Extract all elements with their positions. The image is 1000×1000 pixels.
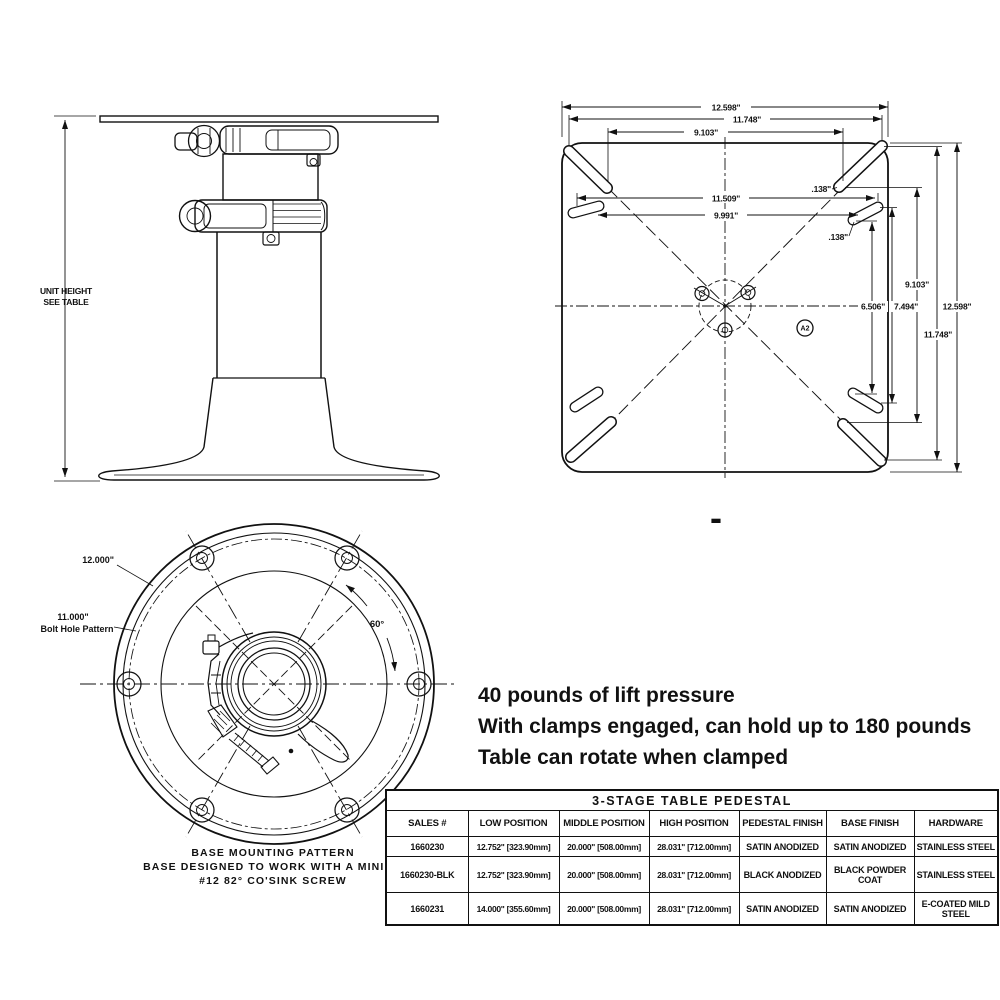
dim-right-2: 6.506" — [861, 302, 885, 312]
slot-thickness-leaders — [831, 187, 855, 237]
corner-slots — [563, 140, 888, 467]
cell-high: 28.031" [712.00mm] — [648, 892, 740, 926]
dim-top-outer: 12.598" — [712, 103, 741, 113]
note-line-2: With clamps engaged, can hold up to 180 … — [478, 715, 972, 738]
radial-centerlines — [80, 530, 455, 838]
bolt-holes — [116, 545, 432, 823]
cell-hardware: STAINLESS STEEL — [913, 836, 999, 857]
header-sales: SALES # — [385, 810, 469, 837]
unit-height-label-line2: SEE TABLE — [43, 297, 89, 307]
center-bolt-pattern — [693, 279, 757, 338]
separator-dash: - — [710, 497, 722, 538]
pedestal-column — [216, 232, 322, 378]
upper-clamp — [174, 124, 339, 167]
header-middle-position: MIDDLE POSITION — [558, 810, 650, 837]
cell-pedestal-finish: SATIN ANODIZED — [738, 836, 827, 857]
header-hardware: HARDWARE — [913, 810, 999, 837]
dim-top-inner: 9.103" — [694, 128, 718, 138]
spec-row-1660230-blk: 1660230-BLK 12.752" [323.90mm] 20.000" [… — [385, 856, 999, 893]
table-top — [99, 115, 439, 123]
dim-right-4: 12.598" — [943, 302, 972, 312]
cell-low: 14.000" [355.60mm] — [467, 892, 560, 926]
datum-marker-circle — [796, 319, 814, 337]
angle-label: 60° — [370, 619, 385, 630]
lift-notes: 40 pounds of lift pressure With clamps e… — [478, 680, 998, 773]
cell-middle: 20.000" [508.00mm] — [558, 856, 650, 893]
spec-row-1660230: 1660230 12.752" [323.90mm] 20.000" [508.… — [385, 836, 999, 857]
base-caption-line2: BASE DESIGNED TO WORK WITH A MINIMU — [143, 861, 403, 873]
dim-slot-upper: 11.509" — [712, 194, 740, 204]
dimension-lines-right — [845, 142, 962, 473]
cell-pedestal-finish: SATIN ANODIZED — [738, 892, 827, 926]
cell-pedestal-finish: BLACK ANODIZED — [738, 856, 827, 893]
note-line-3: Table can rotate when clamped — [478, 746, 789, 769]
bolt-pattern-label: Bolt Hole Pattern — [40, 624, 113, 634]
cell-sales: 1660230 — [385, 836, 469, 857]
cell-middle: 20.000" [508.00mm] — [558, 836, 650, 857]
angle-arc — [345, 584, 398, 672]
datum-marker-label: A2 — [801, 326, 810, 333]
unit-height-dimension — [54, 115, 100, 482]
spec-table-title-row: 3-STAGE TABLE PEDESTAL — [385, 789, 999, 811]
cell-sales: 1660230-BLK — [385, 856, 469, 893]
base-leader-lines — [113, 564, 154, 632]
cell-low: 12.752" [323.90mm] — [467, 856, 560, 893]
spec-table-title: 3-STAGE TABLE PEDESTAL — [385, 789, 999, 811]
cell-base-finish: SATIN ANODIZED — [825, 836, 915, 857]
cell-hardware: STAINLESS STEEL — [913, 856, 999, 893]
dimension-label-backgrounds — [684, 101, 974, 340]
dim-bolt-circle: 11.000" — [57, 612, 88, 622]
cell-base-finish: SATIN ANODIZED — [825, 892, 915, 926]
upper-tube — [222, 153, 319, 201]
pedestal-side-view-drawing: UNIT HEIGHT SEE TABLE — [40, 115, 440, 482]
cell-hardware: E-COATED MILD STEEL — [913, 892, 999, 926]
center-clamp-mechanism — [202, 631, 349, 775]
dim-slot-thickness-1: .138" — [811, 184, 831, 194]
note-line-1: 40 pounds of lift pressure — [478, 684, 735, 707]
cell-high: 28.031" [712.00mm] — [648, 836, 740, 857]
dim-top-mid: 11.748" — [733, 115, 761, 125]
dim-outer-diameter: 12.000" — [82, 555, 114, 565]
base-mounting-pattern-drawing: 12.000" 11.000" Bolt Hole Pattern 60° BA… — [40, 523, 455, 887]
spec-row-1660231: 1660231 14.000" [355.60mm] 20.000" [508.… — [385, 892, 999, 926]
header-low-position: LOW POSITION — [467, 810, 560, 837]
header-pedestal-finish: PEDESTAL FINISH — [738, 810, 827, 837]
cell-middle: 20.000" [508.00mm] — [558, 892, 650, 926]
cell-base-finish: BLACK POWDER COAT — [825, 856, 915, 893]
pedestal-base — [98, 377, 440, 481]
dim-right-5: 11.748" — [924, 330, 952, 340]
dim-right-3: 7.494" — [894, 302, 918, 312]
spec-table: 3-STAGE TABLE PEDESTAL SALES # LOW POSIT… — [385, 789, 1000, 926]
spec-table-header-row: SALES # LOW POSITION MIDDLE POSITION HIG… — [385, 810, 999, 837]
header-base-finish: BASE FINISH — [825, 810, 915, 837]
mount-plate-top-view-drawing: 12.598" 11.748" 9.103" 11.509" 9.991" .1… — [555, 101, 974, 478]
dim-right-1: 9.103" — [905, 280, 929, 290]
cell-sales: 1660231 — [385, 892, 469, 926]
header-high-position: HIGH POSITION — [648, 810, 740, 837]
dim-slot-thickness-2: .138" — [828, 232, 848, 242]
dim-slot-lower: 9.991" — [714, 211, 738, 221]
unit-height-label-line1: UNIT HEIGHT — [40, 286, 93, 296]
lower-clamp — [178, 199, 328, 246]
base-caption-line1: BASE MOUNTING PATTERN — [191, 847, 354, 859]
base-caption-line3: #12 82° CO'SINK SCREW — [199, 875, 347, 887]
cell-high: 28.031" [712.00mm] — [648, 856, 740, 893]
cell-low: 12.752" [323.90mm] — [467, 836, 560, 857]
